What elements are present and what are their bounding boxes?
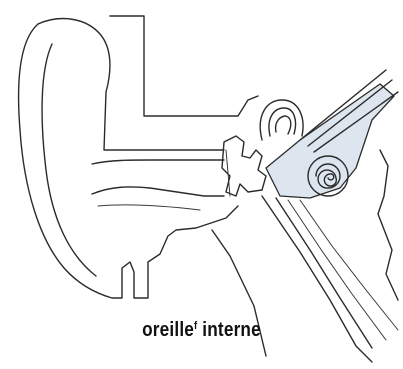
semicircular-canal-middle bbox=[269, 108, 296, 136]
outer-ear-top bbox=[38, 19, 224, 150]
skull-upper-outline bbox=[110, 16, 258, 116]
ossicles bbox=[222, 136, 266, 196]
caption-word-oreille: oreille bbox=[142, 319, 194, 341]
canal-cartilage-line bbox=[98, 205, 200, 210]
diagram-caption: oreillef interne bbox=[28, 319, 375, 342]
semicircular-canal-outer bbox=[260, 100, 303, 140]
caption-word-interne: interne bbox=[197, 319, 261, 341]
vessel-line bbox=[300, 200, 398, 330]
ear-canal-upper bbox=[92, 160, 224, 164]
skull-posterior-outline bbox=[378, 150, 398, 300]
ear-canal-lower bbox=[92, 187, 224, 196]
outer-ear-helix-inner bbox=[42, 44, 96, 276]
semicircular-canal-inner bbox=[276, 116, 291, 134]
